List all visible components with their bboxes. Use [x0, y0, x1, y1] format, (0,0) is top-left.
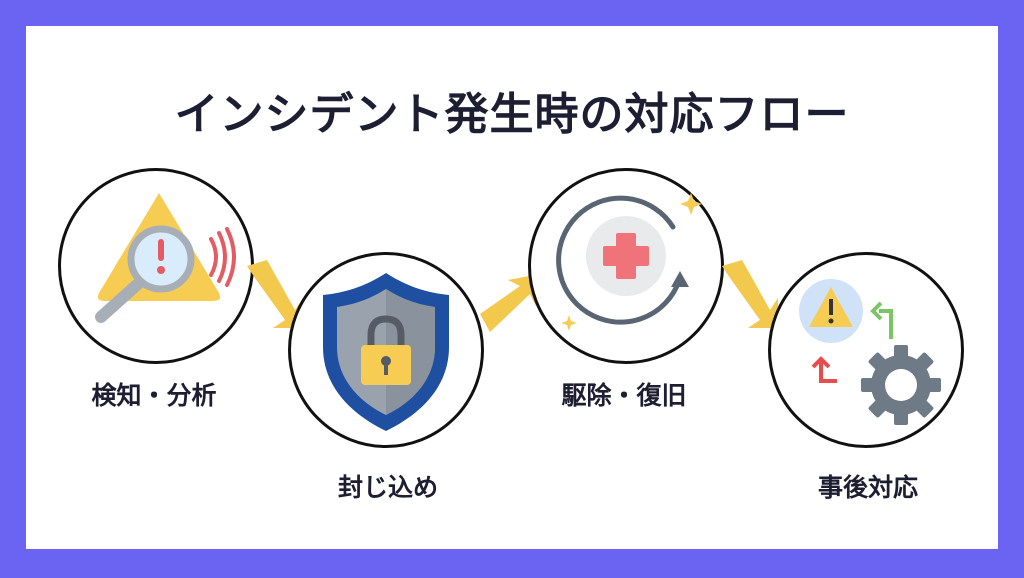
step-contain-circle — [288, 252, 484, 448]
alert-cycle-gear-icon — [799, 279, 941, 425]
step-post-circle — [768, 252, 964, 448]
step-detect-circle — [58, 168, 254, 364]
arrow-right-icon — [722, 260, 778, 328]
alert-search-icon — [95, 193, 236, 323]
arrow-right-icon — [247, 260, 303, 328]
step-contain-label: 封じ込め — [337, 473, 438, 502]
step-detect-label: 検知・分析 — [91, 381, 217, 410]
page-title: インシデント発生時の対応フロー — [174, 89, 850, 140]
arrow-up-right-icon — [480, 274, 540, 332]
step-recover-label: 駆除・復旧 — [561, 381, 687, 410]
shield-lock-icon — [323, 273, 449, 431]
medical-recovery-icon — [556, 193, 702, 331]
step-recover-circle — [528, 168, 724, 364]
step-post-label: 事後対応 — [817, 473, 918, 502]
